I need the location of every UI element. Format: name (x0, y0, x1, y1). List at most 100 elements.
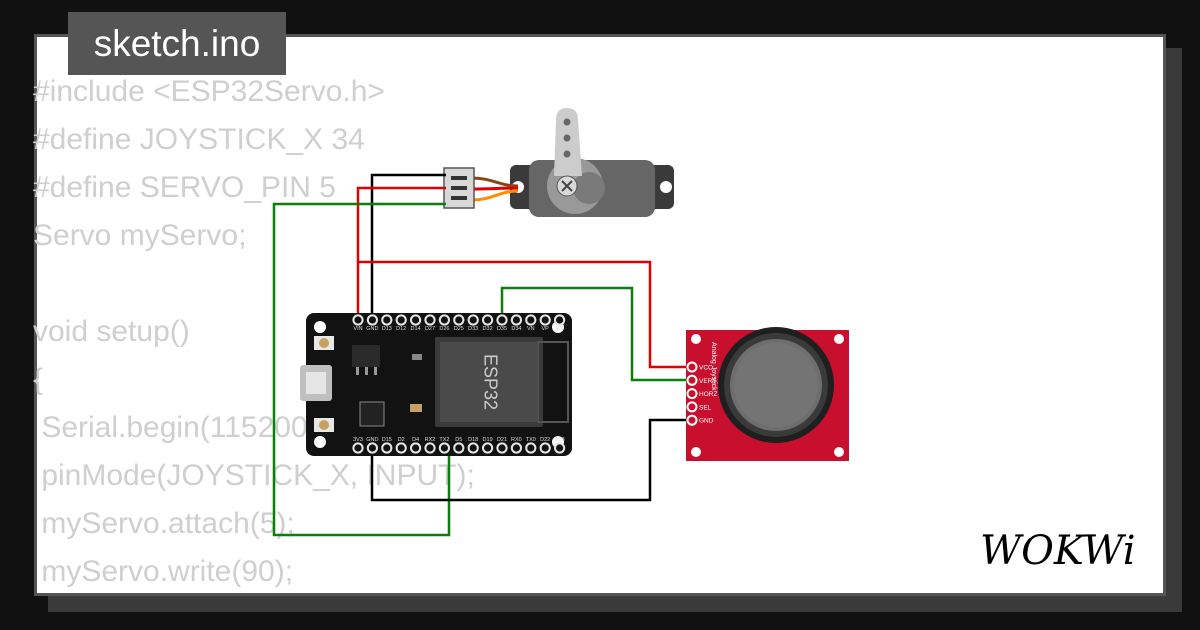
esp32-pin[interactable] (510, 314, 523, 326)
esp32-pin-label: TX2 (439, 437, 449, 443)
wire-vin-servo-up (356, 186, 446, 262)
code-line: #define SERVO_PIN 5 (33, 171, 336, 204)
esp32-pin[interactable] (410, 442, 422, 454)
esp32-pin[interactable] (554, 442, 566, 454)
joystick-pin-label: VCC (699, 365, 713, 372)
code-preview: #include <ESP32Servo.h> #define JOYSTICK_… (33, 68, 475, 596)
esp32-pin-label: 3V3 (353, 437, 363, 443)
esp32-pin-label: RX2 (425, 437, 436, 443)
esp32-pin-label: D18 (468, 437, 478, 443)
esp32-pin-label: D33 (468, 326, 478, 332)
esp32-pin-label: D35 (497, 326, 507, 332)
wire-vin-servo (356, 260, 692, 369)
esp32-pin-label: D12 (396, 326, 406, 332)
esp32-pin-label: GND (366, 326, 378, 332)
esp32-pin[interactable] (395, 314, 407, 326)
wire-d34-vert (500, 286, 692, 382)
esp32-pin-label: TX0 (526, 437, 536, 443)
esp32-pin[interactable] (482, 442, 494, 454)
esp32-pin[interactable] (438, 442, 450, 454)
esp32-pin[interactable] (381, 314, 393, 326)
esp32-pin-label: RX0 (511, 437, 522, 443)
esp32-pin[interactable] (467, 314, 479, 326)
esp32-top-pin-row: VIN GND D13 D12 D14 D27 D26 D25 D33 D32 D35 D34 VN VP… (352, 314, 566, 332)
esp32-pin[interactable] (539, 442, 551, 454)
esp32-pin[interactable] (467, 442, 479, 454)
joystick-pin-label: SEL (699, 404, 712, 411)
esp32-pin-label: D23 (555, 437, 565, 443)
code-line: Servo myServo; (33, 219, 247, 252)
esp32-pin[interactable] (381, 442, 393, 454)
esp32-pin[interactable] (482, 314, 494, 326)
esp32-pin[interactable] (352, 314, 364, 326)
code-line: pinMode(JOYSTICK_X, INPUT); (33, 459, 475, 492)
wokwi-logo: WOKWi (980, 524, 1150, 581)
code-line: void setup() (33, 315, 190, 348)
esp32-pin[interactable] (424, 314, 436, 326)
joystick-pin-label: VERT (699, 378, 716, 385)
joystick-pin[interactable] (686, 414, 698, 426)
esp32-pin-label: VIN (353, 326, 362, 332)
servo-motor[interactable] (443, 108, 674, 217)
joystick-pin[interactable] (686, 374, 698, 386)
esp32-pin[interactable] (366, 314, 378, 326)
esp32-pin-label: D34 (511, 326, 521, 332)
code-line: { (33, 363, 44, 396)
esp32-chip-label: ESP32 (480, 354, 500, 410)
diagram-canvas (34, 34, 1166, 596)
esp32-pin[interactable] (554, 314, 566, 326)
esp32-pin-label: GND (366, 437, 378, 443)
analog-joystick[interactable]: Analog Joystick VCC VERT HORZ SEL GND (686, 327, 849, 461)
esp32-pin[interactable] (424, 442, 436, 454)
esp32-pin-label: D27 (425, 326, 435, 332)
esp32-pin[interactable] (410, 314, 422, 326)
esp32-pin-label: D2 (398, 437, 405, 443)
esp32-pin-label: D22 (540, 437, 550, 443)
esp32-pin-label: D13 (382, 326, 392, 332)
file-tab[interactable]: sketch.ino (68, 12, 286, 75)
esp32-pin[interactable] (496, 442, 508, 454)
esp32-pin[interactable] (395, 442, 407, 454)
esp32-pin[interactable] (510, 442, 523, 454)
wokwi-logo-mark: WOKWi (980, 528, 1136, 574)
esp32-pin-label: D14 (411, 326, 421, 332)
esp32-pin-label: D26 (439, 326, 449, 332)
joystick-pin-label: HORZ (699, 391, 717, 398)
esp32-pin[interactable] (366, 442, 378, 454)
wokwi-logo-text: WOKWi (980, 528, 1136, 574)
wire-gnd-servo (370, 173, 446, 320)
esp32-pin-label: D21 (497, 437, 507, 443)
esp32-pin[interactable] (496, 314, 508, 326)
code-line: Serial.begin(115200); (33, 411, 326, 444)
code-line: #include <ESP32Servo.h> (33, 75, 385, 108)
esp32-pin[interactable] (525, 314, 537, 326)
esp32-pin-label: D32 (483, 326, 493, 332)
joystick-pin-column: VCC VERT HORZ SEL GND (686, 361, 717, 426)
wire-d5-servo-signal (272, 202, 451, 537)
esp32-pin[interactable] (453, 442, 465, 454)
esp32-pin[interactable] (525, 442, 537, 454)
code-line: myServo.write(90); (33, 555, 294, 588)
joystick-pin[interactable] (686, 388, 698, 400)
esp32-pin-label: VP (542, 326, 550, 332)
esp32-pin[interactable] (453, 314, 465, 326)
wire-gnd-joystick (370, 418, 692, 502)
joystick-title: Analog Joystick (710, 342, 717, 391)
joystick-pin-label: GND (699, 418, 714, 425)
esp32-pin[interactable] (352, 442, 364, 454)
esp32-pin-label: D15 (382, 437, 392, 443)
code-line: #define JOYSTICK_X 34 (33, 123, 365, 156)
joystick-pin[interactable] (686, 361, 698, 373)
wires (272, 173, 692, 537)
esp32-pin-label: D25 (454, 326, 464, 332)
esp32-pin-label: VN (527, 326, 535, 332)
code-line: myServo.attach(5); (33, 507, 295, 540)
esp32-pin[interactable] (438, 314, 450, 326)
esp32-pin-label: D4 (412, 437, 419, 443)
esp32-pin-label: D5 (455, 437, 462, 443)
joystick-pin[interactable] (686, 401, 698, 413)
esp32-pin[interactable] (539, 314, 551, 326)
